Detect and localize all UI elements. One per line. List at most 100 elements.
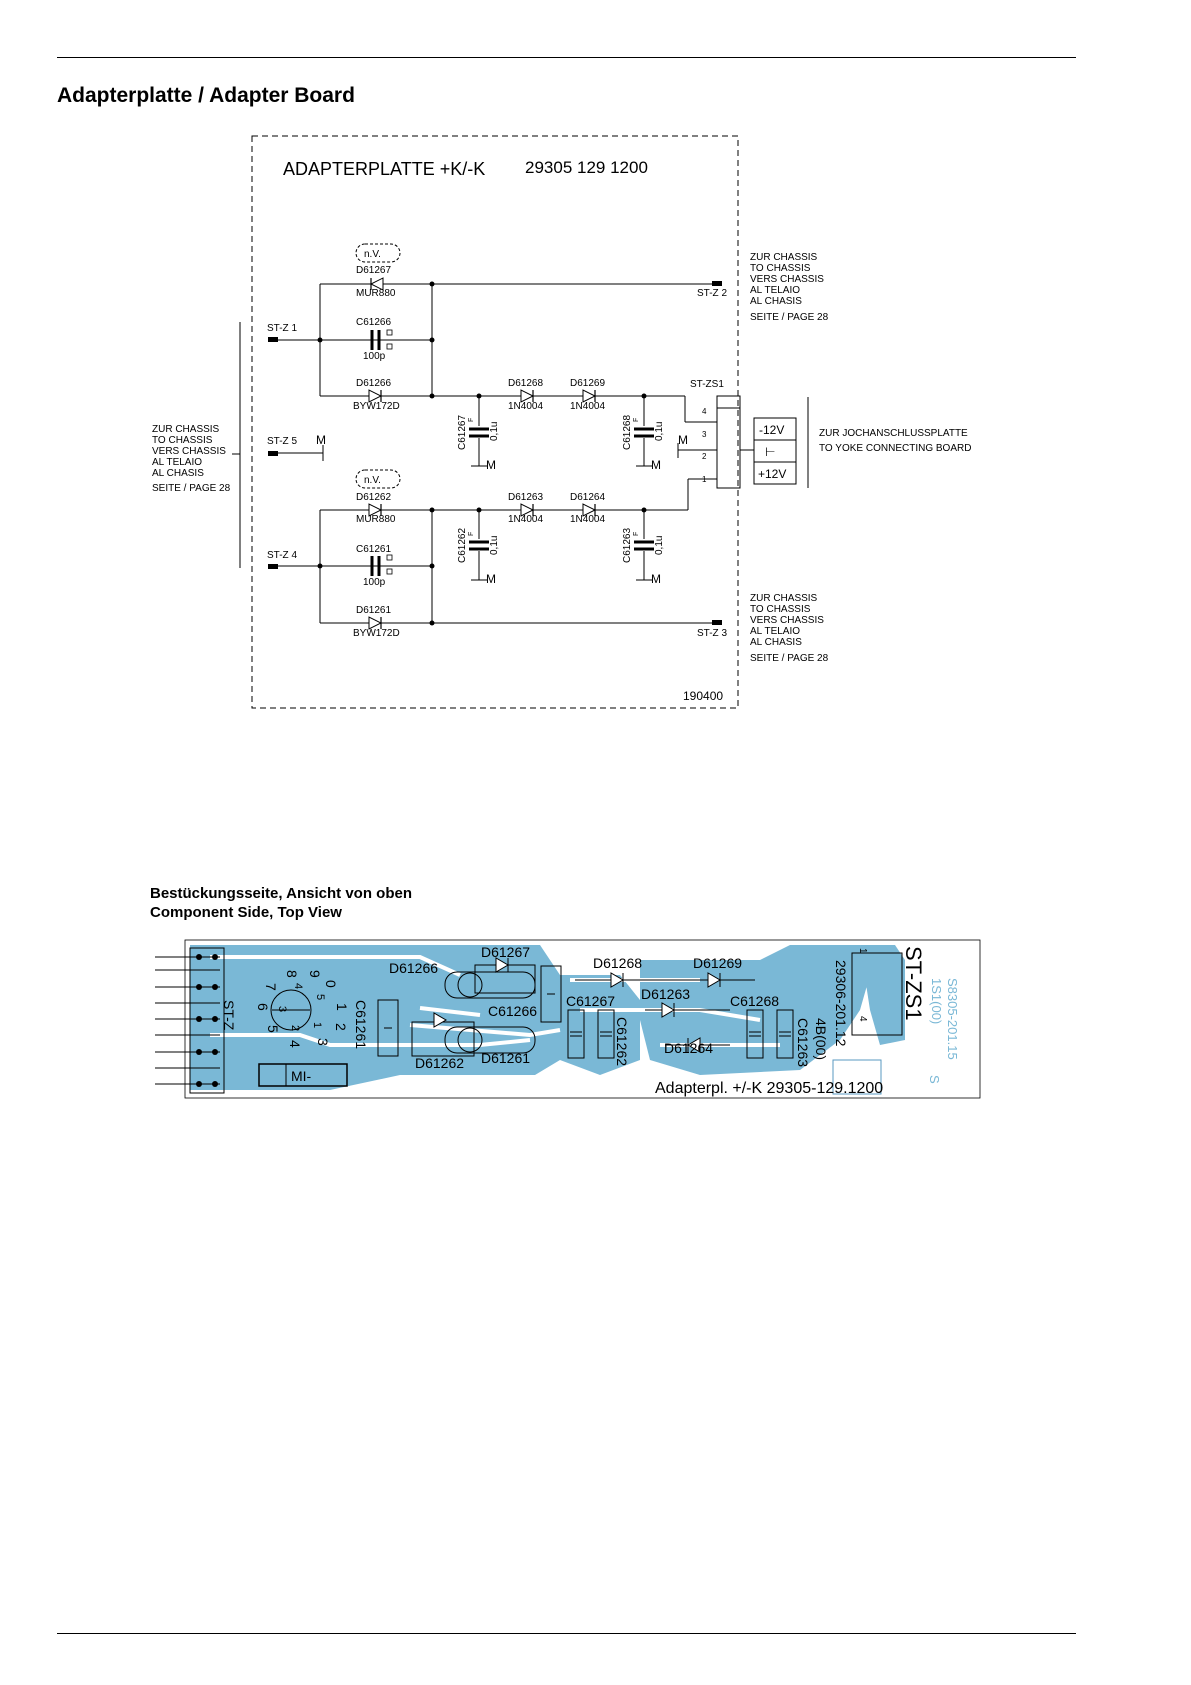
- lbl-mur880-bottom: MUR880: [356, 514, 396, 525]
- lbl-nv-bottom: n.V.: [364, 475, 381, 486]
- dial-digit-1: 1: [334, 1003, 350, 1011]
- pcb-mirror-text-3: S: [927, 1075, 942, 1084]
- cap-c61268: [632, 427, 656, 438]
- pcb-lbl-c61267: C61267: [566, 993, 615, 1009]
- lbl-c61267: C61267: [457, 415, 468, 450]
- dial-digit-4: 4: [287, 1040, 303, 1048]
- lbl-100p-bottom: 100p: [363, 577, 386, 588]
- lbl-c61261: C61261: [356, 544, 391, 555]
- chassis-note-l-0: ZUR CHASSIS: [152, 424, 220, 435]
- bottom-rule: [57, 1633, 1076, 1634]
- lbl-1n4004-d: 1N4004: [570, 514, 605, 525]
- pcb-lbl-d61262: D61262: [415, 1055, 464, 1071]
- board-outline: [251, 135, 739, 709]
- gnd-m-c61267: M: [486, 458, 496, 472]
- chassis-note-l-5: SEITE / PAGE 28: [152, 483, 231, 494]
- board-number: 29305 129 1200: [525, 158, 648, 177]
- pin-3: 3: [702, 430, 707, 439]
- pcb-dial: [270, 989, 312, 1031]
- dial-digit-2: 2: [333, 1023, 349, 1031]
- pcb-lbl-c61262: C61262: [614, 1017, 630, 1066]
- pcb-lbl-d61269: D61269: [693, 955, 742, 971]
- copper-left: [190, 945, 560, 1090]
- conn-stz5: ST-Z 5: [267, 436, 297, 447]
- dial-inner-2: 2: [289, 1025, 301, 1031]
- lbl-c61267-val: 0,1u: [489, 422, 500, 441]
- copper-conn: [860, 945, 905, 1045]
- lbl-1n4004-b: 1N4004: [570, 401, 605, 412]
- copper-mid: [560, 975, 640, 1075]
- chassis-note-br-4: AL CHASIS: [750, 637, 802, 648]
- cap-c61262: [467, 540, 491, 551]
- conn-stz1: ST-Z 1: [267, 323, 297, 334]
- gnd-m-c61268: M: [651, 458, 661, 472]
- conn-stzs1: ST-ZS1: [690, 379, 724, 390]
- cap-c61267: [467, 427, 491, 438]
- pcb-lbl-d61268: D61268: [593, 955, 642, 971]
- lbl-c61262-val: 0,1u: [489, 536, 500, 555]
- lbl-1n4004-c: 1N4004: [508, 514, 543, 525]
- gnd-m-zs1: M: [678, 433, 688, 447]
- dial-inner-5: 5: [314, 994, 326, 1000]
- chassis-note-tr-1: TO CHASSIS: [750, 263, 811, 274]
- yoke-note-0: ZUR JOCHANSCHLUSSPLATTE: [819, 428, 968, 439]
- lbl-100p-top: 100p: [363, 351, 386, 362]
- lbl-mur880-top: MUR880: [356, 288, 396, 299]
- schematic-symbols: [268, 277, 722, 630]
- lbl-d61262: D61262: [356, 492, 391, 503]
- conn-stz3: ST-Z 3: [697, 628, 727, 639]
- lbl-c61263-f: F: [633, 532, 640, 536]
- pcb-lbl-d61263: D61263: [641, 986, 690, 1002]
- date-code: 190400: [683, 689, 723, 703]
- pcb-cap-vert: [540, 965, 562, 1023]
- lbl-nv-top: n.V.: [364, 249, 381, 260]
- pcb-lbl-c61266: C61266: [488, 1003, 537, 1019]
- chassis-note-tr-2: VERS CHASSIS: [750, 274, 824, 285]
- chassis-note-l-3: AL TELAIO: [152, 457, 202, 468]
- supply-gnd: ⊢: [765, 445, 775, 459]
- pcb-mi-box: [258, 1063, 348, 1087]
- board-title: ADAPTERPLATTE +K/-K: [283, 159, 485, 179]
- supply-minus: -12V: [759, 423, 784, 437]
- supply-plus: +12V: [758, 467, 786, 481]
- pcb-mirror-text-1: S8305-201.15: [945, 978, 960, 1060]
- chassis-note-br-3: AL TELAIO: [750, 626, 800, 637]
- chassis-note-br-0: ZUR CHASSIS: [750, 593, 818, 604]
- chassis-note-tr-3: AL TELAIO: [750, 285, 800, 296]
- lbl-c61263: C61263: [622, 528, 633, 563]
- page-title: Adapterplatte / Adapter Board: [57, 84, 355, 107]
- pcb-side-code: 4B(00): [813, 1018, 829, 1060]
- pcb-c61261-body: [377, 999, 399, 1057]
- chassis-note-br-5: SEITE / PAGE 28: [750, 653, 829, 664]
- chassis-note-tr-0: ZUR CHASSIS: [750, 252, 818, 263]
- lbl-d61269: D61269: [570, 378, 605, 389]
- dial-inner-4: 4: [292, 983, 304, 989]
- pcb-lbl-d61267: D61267: [481, 944, 530, 960]
- dial-digit-3: 3: [315, 1038, 331, 1046]
- lbl-c61266: C61266: [356, 317, 391, 328]
- pcb-board-label: Adapterpl. +/-K 29305-129.1200: [655, 1080, 883, 1097]
- lbl-c61267-f: F: [468, 418, 475, 422]
- top-rule: [57, 57, 1076, 58]
- dial-digit-5: 5: [265, 1025, 281, 1033]
- lbl-d61266: D61266: [356, 378, 391, 389]
- pcb-side-number: 29306-201.12: [833, 960, 849, 1047]
- cap-c61263: [632, 540, 656, 551]
- dial-digit-7: 7: [263, 983, 279, 991]
- conn-stz4: ST-Z 4: [267, 550, 297, 561]
- lbl-byw172d-bottom: BYW172D: [353, 628, 400, 639]
- pcb-diode-marks: [433, 957, 721, 1053]
- lbl-1n4004-a: 1N4004: [508, 401, 543, 412]
- chassis-note-l-1: TO CHASSIS: [152, 435, 213, 446]
- pcb-left-pads: [196, 954, 218, 1087]
- chassis-note-tr-5: SEITE / PAGE 28: [750, 312, 829, 323]
- pcb-layout: ST-Z ST-ZS1 1 4 Adapterpl. +/-K 29305-12…: [155, 939, 981, 1099]
- pin-2: 2: [702, 452, 707, 461]
- dial-digit-6: 6: [255, 1003, 271, 1011]
- chassis-note-l-4: AL CHASIS: [152, 468, 204, 479]
- pcb-lbl-c61268: C61268: [730, 993, 779, 1009]
- yoke-note-1: TO YOKE CONNECTING BOARD: [819, 443, 971, 454]
- pcb-lbl-d61266: D61266: [389, 960, 438, 976]
- pcb-lbl-c61261: C61261: [353, 1000, 369, 1049]
- subtitle-de: Bestückungsseite, Ansicht von oben: [150, 885, 412, 902]
